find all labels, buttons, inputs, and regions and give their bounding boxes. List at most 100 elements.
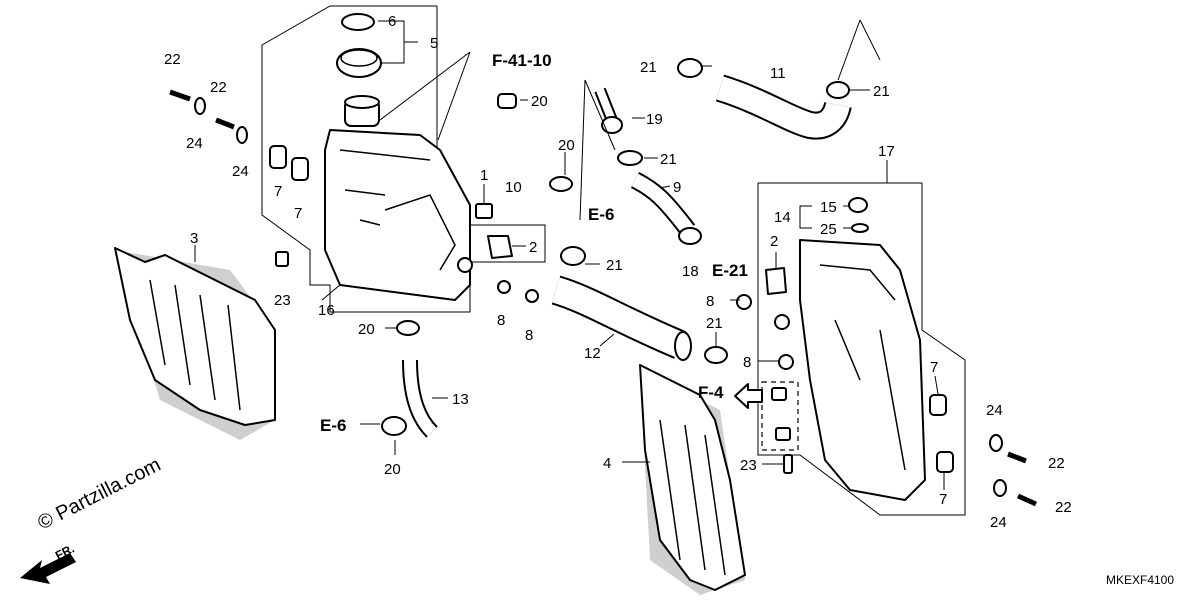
callout-24-d: 24 xyxy=(990,514,1007,531)
hose-12 xyxy=(551,275,692,361)
clamp-21-b xyxy=(704,346,728,364)
bolt-8-a xyxy=(497,280,511,294)
clamp-21-e xyxy=(826,81,850,99)
callout-24-b: 24 xyxy=(232,163,249,180)
callout-8-c: 8 xyxy=(706,293,714,310)
callout-9: 9 xyxy=(673,179,681,196)
callout-14: 14 xyxy=(774,209,791,226)
callout-16: 16 xyxy=(318,302,335,319)
callout-8-a: 8 xyxy=(497,312,505,329)
callout-22-a: 22 xyxy=(164,51,181,68)
clip-23-left xyxy=(275,251,289,267)
clamp-20-a xyxy=(497,93,517,109)
radiator-shroud-right xyxy=(639,364,746,595)
callout-12: 12 xyxy=(584,345,601,362)
callout-21-c: 21 xyxy=(660,151,677,168)
callout-6: 6 xyxy=(388,13,396,30)
callout-7-d: 7 xyxy=(939,491,947,508)
callout-21-e: 21 xyxy=(873,83,890,100)
callout-25: 25 xyxy=(820,221,837,238)
callout-7-b: 7 xyxy=(294,205,302,222)
callout-4: 4 xyxy=(603,455,611,472)
grommet-right-2 xyxy=(936,451,954,473)
callout-23-b: 23 xyxy=(740,457,757,474)
bolt-22-a xyxy=(169,89,191,102)
callout-3: 3 xyxy=(190,230,198,247)
grommet-left-2 xyxy=(291,157,309,181)
callout-1: 1 xyxy=(480,167,488,184)
group-outline-left xyxy=(261,5,546,313)
callout-24-c: 24 xyxy=(986,402,1003,419)
clamp-21-c xyxy=(617,150,643,166)
callout-7-a: 7 xyxy=(274,183,282,200)
callout-8-d: 8 xyxy=(743,354,751,371)
clamp-20-b xyxy=(549,176,573,192)
ref-e-6-b: E-6 xyxy=(320,416,346,435)
radiator-right xyxy=(774,239,926,501)
bolt-8-b xyxy=(525,289,539,303)
hose-13 xyxy=(402,359,438,438)
ref-e-21: E-21 xyxy=(712,261,748,280)
callout-13: 13 xyxy=(452,391,469,408)
grommet-left-1 xyxy=(269,145,287,169)
clamp-18 xyxy=(678,227,702,245)
callout-20-a: 20 xyxy=(531,93,548,110)
group-outline-right xyxy=(757,182,966,516)
callout-2-b: 2 xyxy=(770,233,778,250)
radiator-left xyxy=(324,95,473,301)
reference-arrow-f4 xyxy=(734,383,763,409)
bolt-22-d xyxy=(1016,493,1038,507)
callout-10: 10 xyxy=(505,179,522,196)
spacer-part-2-right xyxy=(765,267,787,295)
callout-5: 5 xyxy=(430,35,438,52)
ref-f-41-10: F-41-10 xyxy=(492,51,552,70)
front-direction-arrow xyxy=(20,553,76,584)
callout-24-a: 24 xyxy=(186,135,203,152)
callout-18: 18 xyxy=(682,263,699,280)
diagram-code: MKEXF4100 xyxy=(1106,573,1174,587)
grommet-right-1 xyxy=(929,394,947,416)
radiator-shroud-left xyxy=(114,247,276,440)
callout-15: 15 xyxy=(820,199,837,216)
callout-21-b: 21 xyxy=(706,315,723,332)
bolt-22-c xyxy=(1007,451,1027,464)
callout-19: 19 xyxy=(646,111,663,128)
clamp-20-c xyxy=(396,320,420,336)
drain-plug-15 xyxy=(848,197,868,213)
leader-lines xyxy=(194,19,945,490)
washer-24-a xyxy=(194,97,206,115)
clip-group-dashed xyxy=(761,381,799,451)
callout-7-c: 7 xyxy=(930,359,938,376)
watermark: © Partzilla.com xyxy=(34,454,164,535)
clip-23-right xyxy=(783,454,793,474)
callout-8-b: 8 xyxy=(525,327,533,344)
o-ring-25 xyxy=(851,223,869,233)
bolt-22-b xyxy=(215,117,235,130)
spacer-part-2-left xyxy=(487,235,513,259)
bolt-8-d xyxy=(778,354,794,370)
bolt-8-c xyxy=(736,294,752,310)
ref-f-4: F-4 xyxy=(698,383,724,402)
clamp-21-a xyxy=(560,246,586,266)
callout-20-c: 20 xyxy=(358,321,375,338)
callout-22-b: 22 xyxy=(210,79,227,96)
ref-e-6-a: E-6 xyxy=(588,205,614,224)
callout-21-a: 21 xyxy=(606,257,623,274)
washer-24-b xyxy=(236,126,248,144)
clamp-21-d xyxy=(677,58,703,78)
callout-22-d: 22 xyxy=(1055,499,1072,516)
callout-17: 17 xyxy=(878,143,895,160)
clamp-20-d xyxy=(381,416,407,436)
hose-9 xyxy=(630,171,696,236)
clip-part-1 xyxy=(475,203,493,219)
pipe-19 xyxy=(594,87,623,134)
callout-23-a: 23 xyxy=(274,292,291,309)
callout-20-b: 20 xyxy=(558,137,575,154)
callout-2-a: 2 xyxy=(529,239,537,256)
cap-seal xyxy=(341,13,375,31)
radiator-cap xyxy=(336,48,382,78)
callout-11: 11 xyxy=(770,65,786,82)
callout-21-d: 21 xyxy=(640,59,657,76)
washer-24-c xyxy=(989,434,1003,452)
